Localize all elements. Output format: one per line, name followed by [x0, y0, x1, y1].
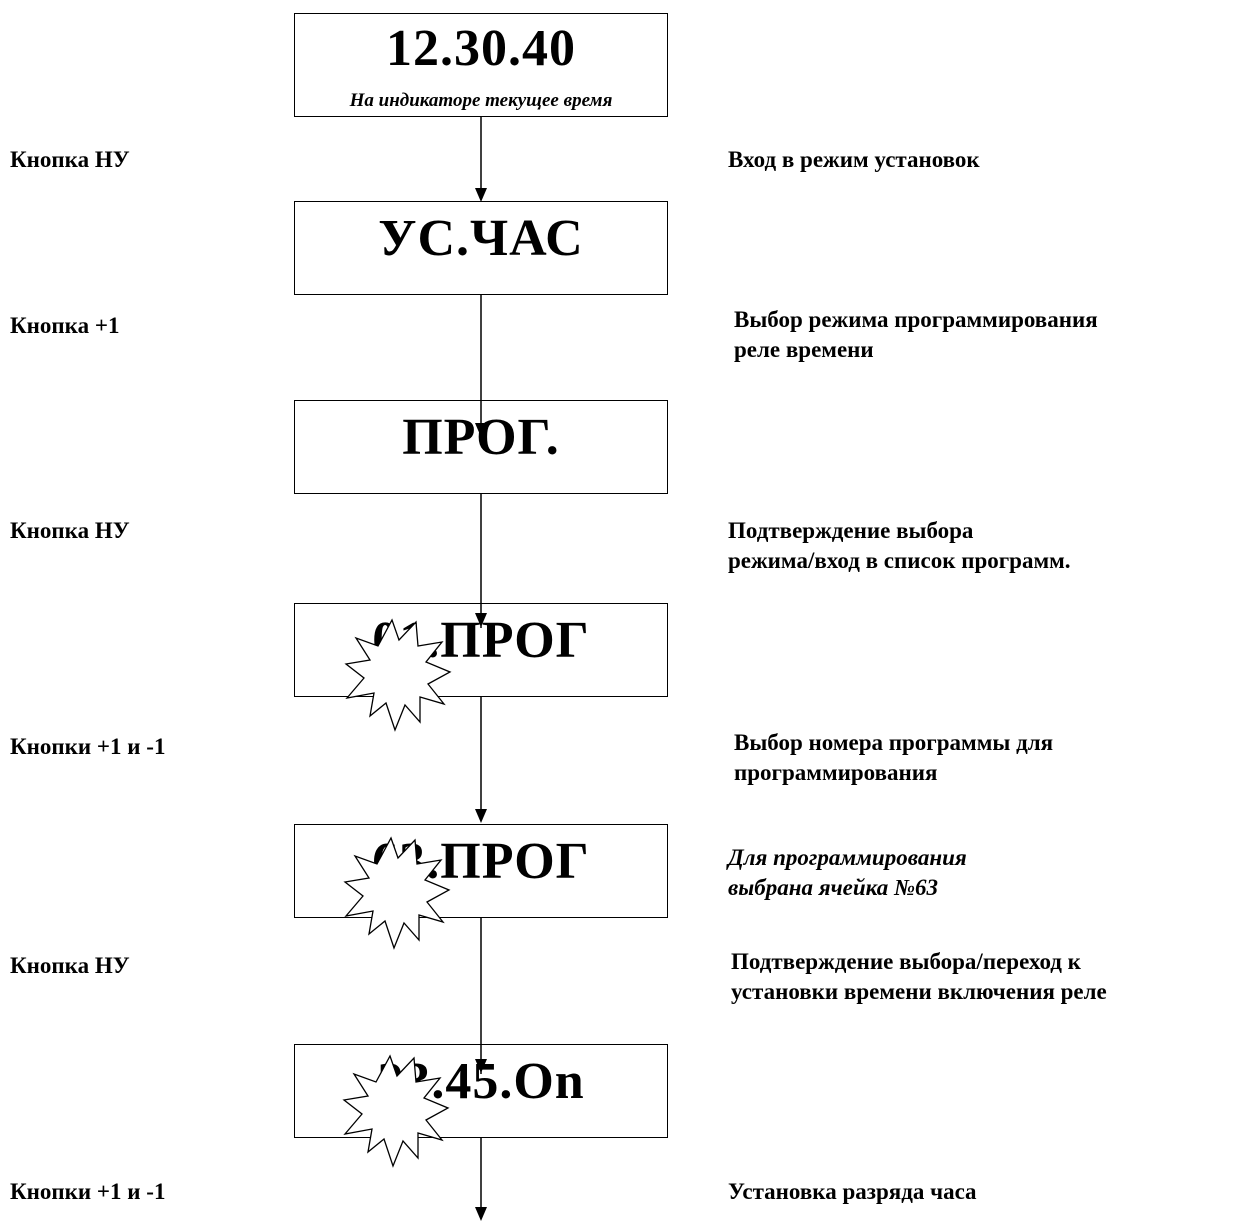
display-text: УС.ЧАС	[378, 210, 584, 267]
blink-burst-icon-63	[343, 836, 451, 950]
description-3: Подтверждение выбора режима/вход в списо…	[728, 518, 1071, 573]
description-6: Подтверждение выбора/переход к установки…	[731, 949, 1107, 1004]
arrowhead-6	[475, 1207, 487, 1221]
description-5: Для программирования выбрана ячейка №63	[728, 845, 967, 900]
description-7: Установка разряда часа	[728, 1179, 977, 1204]
description-2: Выбор режима программирования реле време…	[734, 307, 1098, 362]
button-label-1: Кнопка НУ	[10, 147, 130, 172]
arrowhead-1	[475, 188, 487, 202]
button-label-4: Кнопки +1 и -1	[10, 734, 166, 759]
display-text: 12.30.40	[386, 20, 576, 77]
button-label-6: Кнопки +1 и -1	[10, 1179, 166, 1204]
arrowhead-5	[475, 1059, 487, 1073]
blink-burst-icon-23	[342, 1054, 450, 1168]
display-box-program-63: 63.ПРОГ	[294, 824, 668, 918]
display-box-settings-hour: УС.ЧАС	[294, 201, 668, 295]
display-box-current-time: 12.30.40 На индикаторе текущее время	[294, 13, 668, 117]
description-4: Выбор номера программы для программирова…	[734, 730, 1054, 785]
arrowhead-4	[475, 809, 487, 823]
display-caption: На индикаторе текущее время	[349, 90, 613, 111]
description-1: Вход в режим установок	[728, 147, 980, 172]
button-label-5: Кнопка НУ	[10, 953, 130, 978]
arrowhead-3	[475, 613, 487, 627]
blink-burst-icon-01	[344, 618, 452, 732]
arrowhead-2	[475, 423, 487, 437]
button-label-3: Кнопка НУ	[10, 518, 130, 543]
button-label-2: Кнопка +1	[10, 313, 120, 338]
